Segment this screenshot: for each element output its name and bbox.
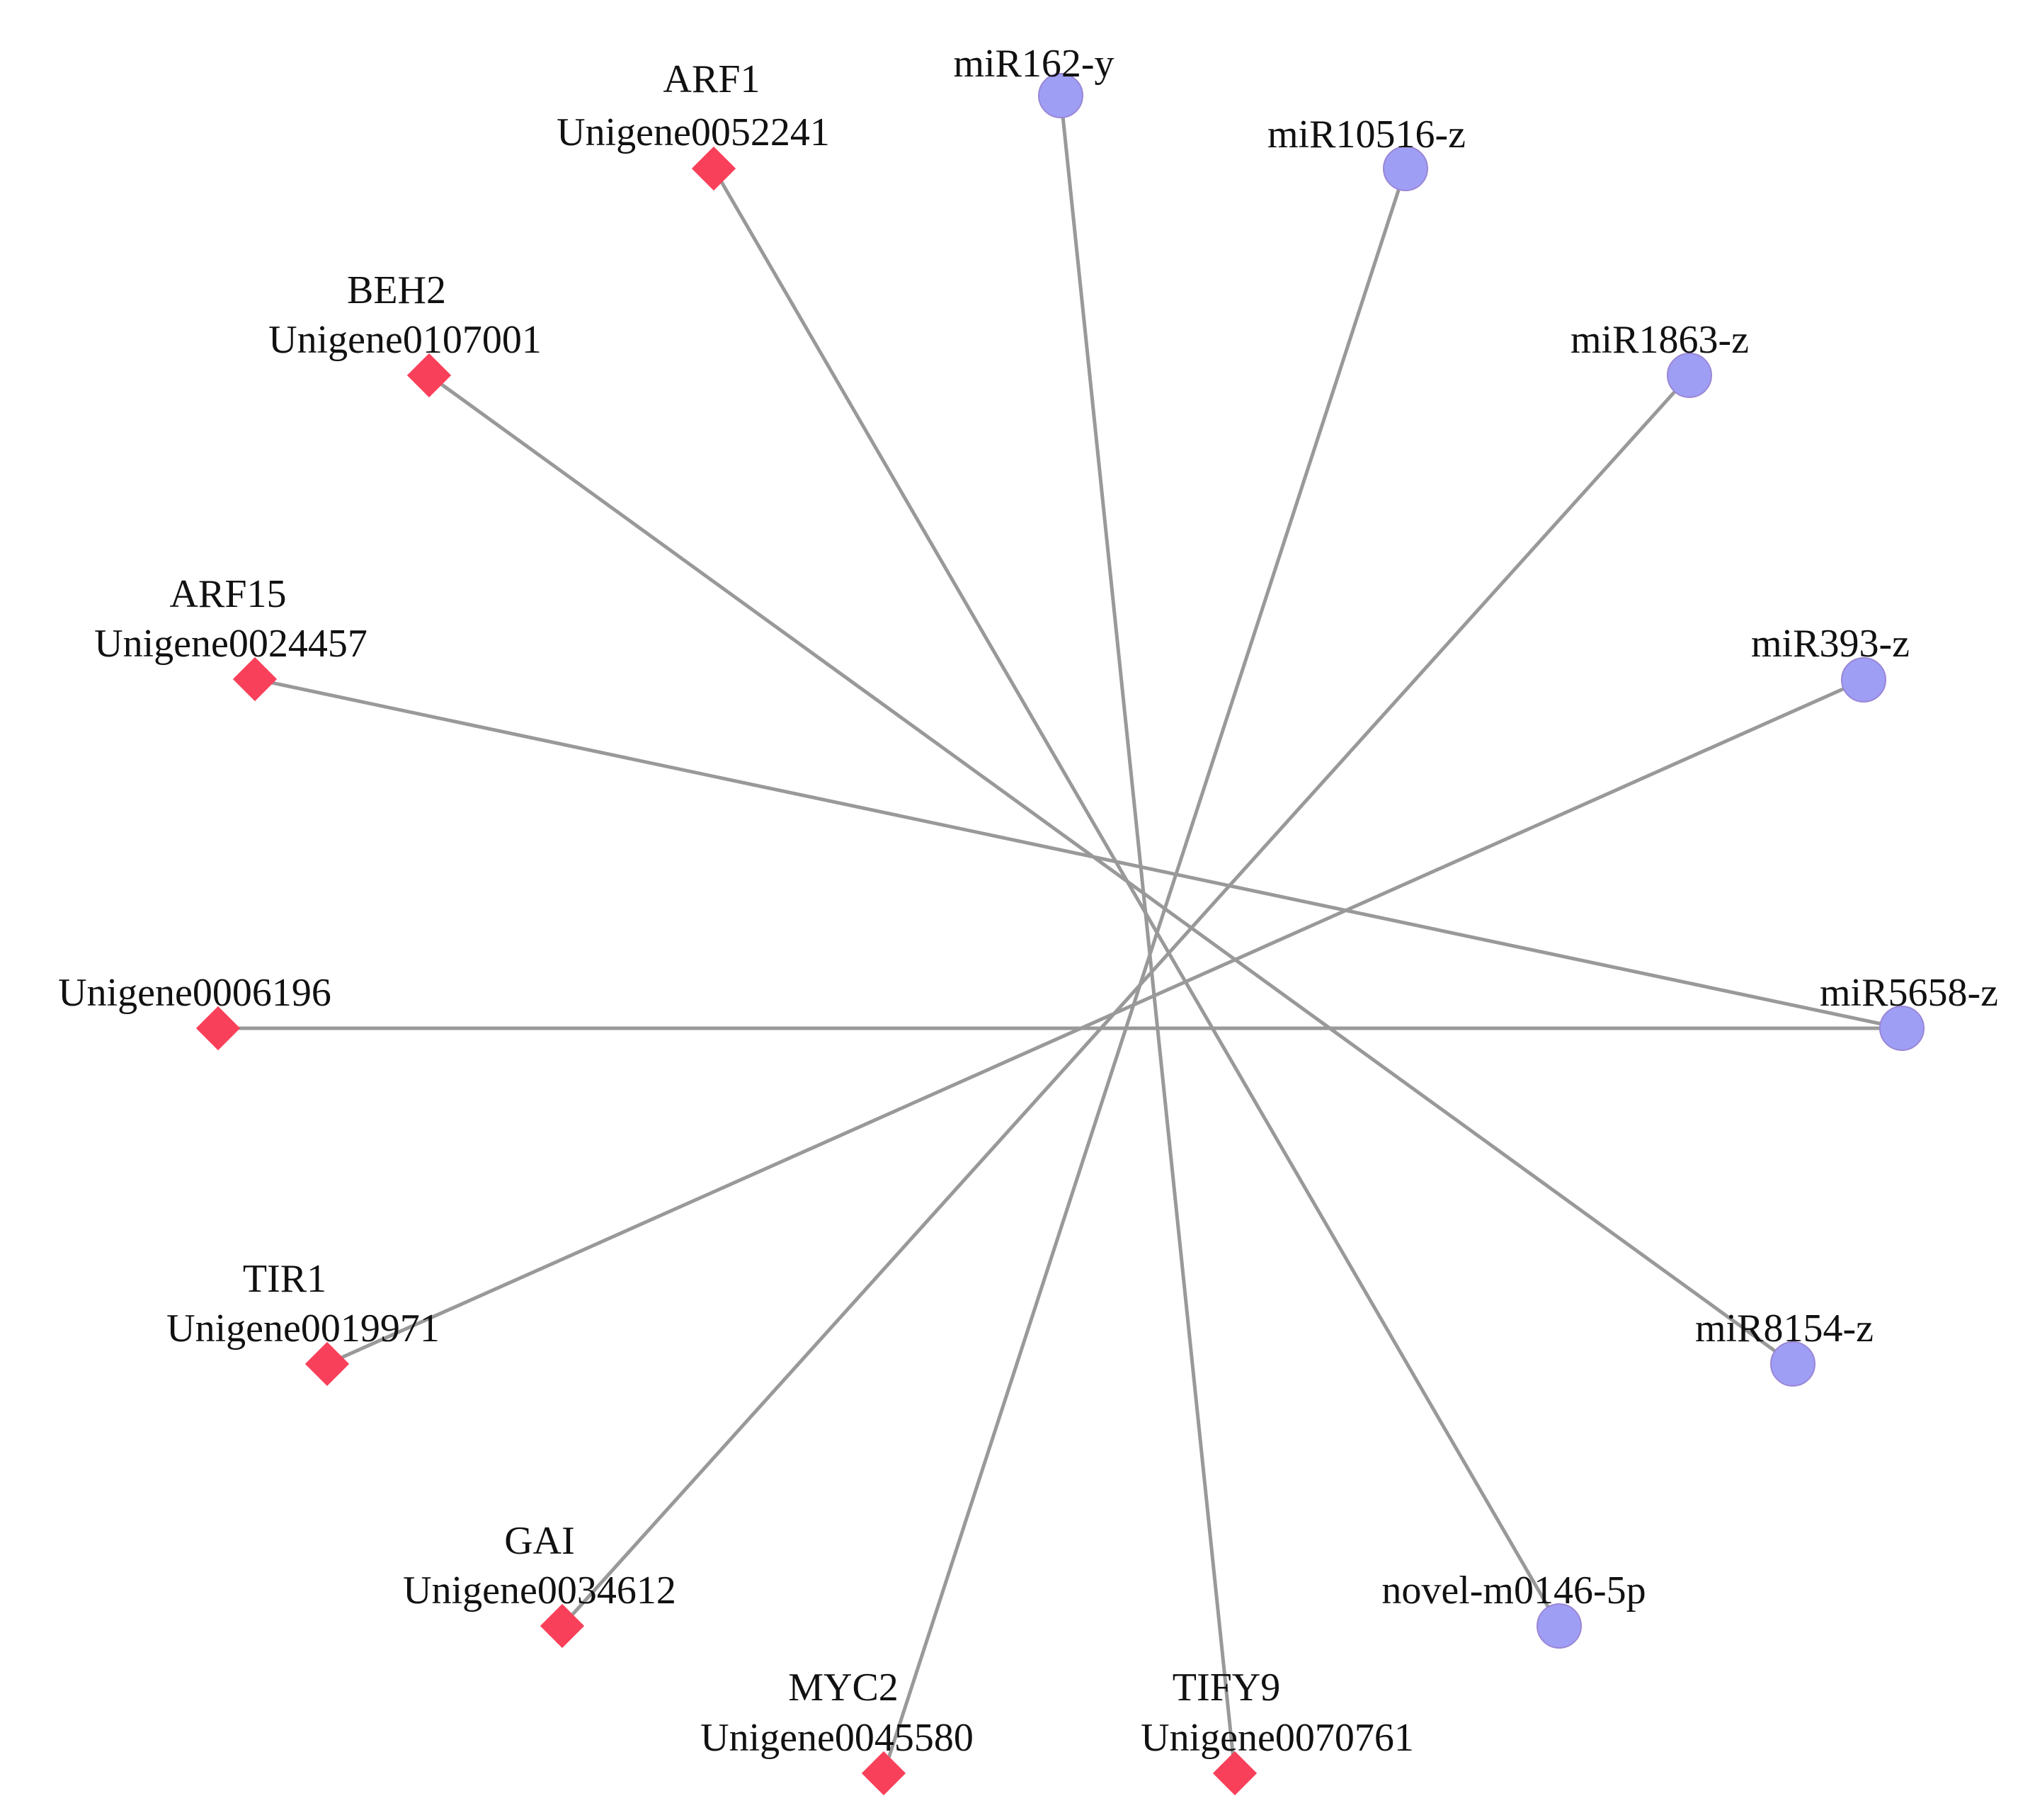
gene-node-arf15-diamond[interactable] [232,656,278,702]
gene-node-gai-unigene: Unigene0034612 [403,1569,676,1613]
edges-layer [218,95,1903,1774]
gene-node-arf15-unigene: Unigene0024457 [94,622,367,666]
mirna-node-mir1863z[interactable]: miR1863-z [1570,318,1749,398]
edge-mir5658z-arf15 [254,677,1903,1030]
gene-node-tir1[interactable]: TIR1 Unigene0019971 [166,1257,440,1387]
mirna-node-mir393z-label: miR393-z [1751,622,1910,666]
mirna-node-mir162y-label: miR162-y [953,42,1114,86]
gene-node-arf15[interactable]: ARF15 Unigene0024457 [94,572,367,702]
mirna-node-novelm0146-circle[interactable] [1537,1603,1582,1649]
gene-node-gai-name: GAI [504,1519,575,1563]
gene-node-beh2-unigene: Unigene0107001 [268,318,542,362]
gene-node-beh2[interactable]: BEH2 Unigene0107001 [268,268,542,398]
gene-node-myc2-unigene: Unigene0045580 [700,1716,974,1760]
edge-mir1863z-gai [561,374,1691,1627]
gene-node-tify9[interactable]: TIFY9 Unigene0070761 [1141,1666,1414,1796]
gene-node-myc2-name: MYC2 [788,1666,899,1710]
gene-node-arf15-name: ARF15 [170,572,287,616]
edge-mir8154z-beh2 [428,373,1794,1366]
mirna-node-mir393z[interactable]: miR393-z [1751,622,1910,703]
edge-novelm0146-arf1 [712,167,1561,1627]
mirna-node-novelm0146-label: novel-m0146-5p [1381,1569,1646,1613]
mirna-node-mir393z-circle[interactable] [1841,657,1886,703]
mirna-node-mir10516z[interactable]: miR10516-z [1267,113,1466,191]
gene-node-tir1-unigene: Unigene0019971 [166,1307,440,1350]
gene-node-gai[interactable]: GAI Unigene0034612 [403,1519,676,1649]
mirna-node-mir1863z-label: miR1863-z [1570,318,1749,362]
gene-node-tify9-unigene: Unigene0070761 [1141,1716,1414,1760]
gene-node-tify9-name: TIFY9 [1173,1666,1280,1710]
gene-node-beh2-name: BEH2 [347,268,446,312]
mirna-node-mir162y[interactable]: miR162-y [953,42,1115,118]
edge-mir162y-tify9 [1059,95,1237,1774]
gene-node-gai-diamond[interactable] [540,1603,585,1649]
mirna-node-mir162y-circle[interactable] [1038,73,1083,118]
gene-node-arf1-diamond[interactable] [691,146,736,191]
mirna-node-novelm0146[interactable]: novel-m0146-5p [1381,1569,1646,1649]
gene-node-u0006196[interactable]: Unigene0006196 [58,971,331,1051]
gene-node-u0006196-unigene: Unigene0006196 [58,971,331,1015]
mirna-node-mir10516z-label: miR10516-z [1267,113,1466,157]
mirna-node-mir5658z[interactable]: miR5658-z [1820,971,1998,1051]
mirna-node-mir10516z-circle[interactable] [1383,146,1428,191]
edge-mir10516z-myc2 [882,168,1408,1774]
mirna-node-mir8154z[interactable]: miR8154-z [1695,1307,1874,1387]
mirna-node-mir5658z-circle[interactable] [1879,1006,1925,1051]
edge-mir393z-tir1 [326,678,1865,1366]
gene-node-myc2[interactable]: MYC2 Unigene0045580 [700,1666,974,1796]
gene-node-arf1[interactable]: ARF1 Unigene0052241 [557,57,830,191]
mirna-node-mir5658z-label: miR5658-z [1820,971,1998,1015]
gene-node-arf1-name: ARF1 [663,57,760,101]
gene-node-beh2-diamond[interactable] [406,353,452,398]
mirna-node-mir8154z-circle[interactable] [1770,1341,1815,1387]
mirna-node-mir1863z-circle[interactable] [1667,353,1712,398]
mirna-node-mir8154z-label: miR8154-z [1695,1307,1874,1350]
gene-node-arf1-unigene: Unigene0052241 [557,110,830,154]
gene-node-tir1-name: TIR1 [243,1257,326,1301]
